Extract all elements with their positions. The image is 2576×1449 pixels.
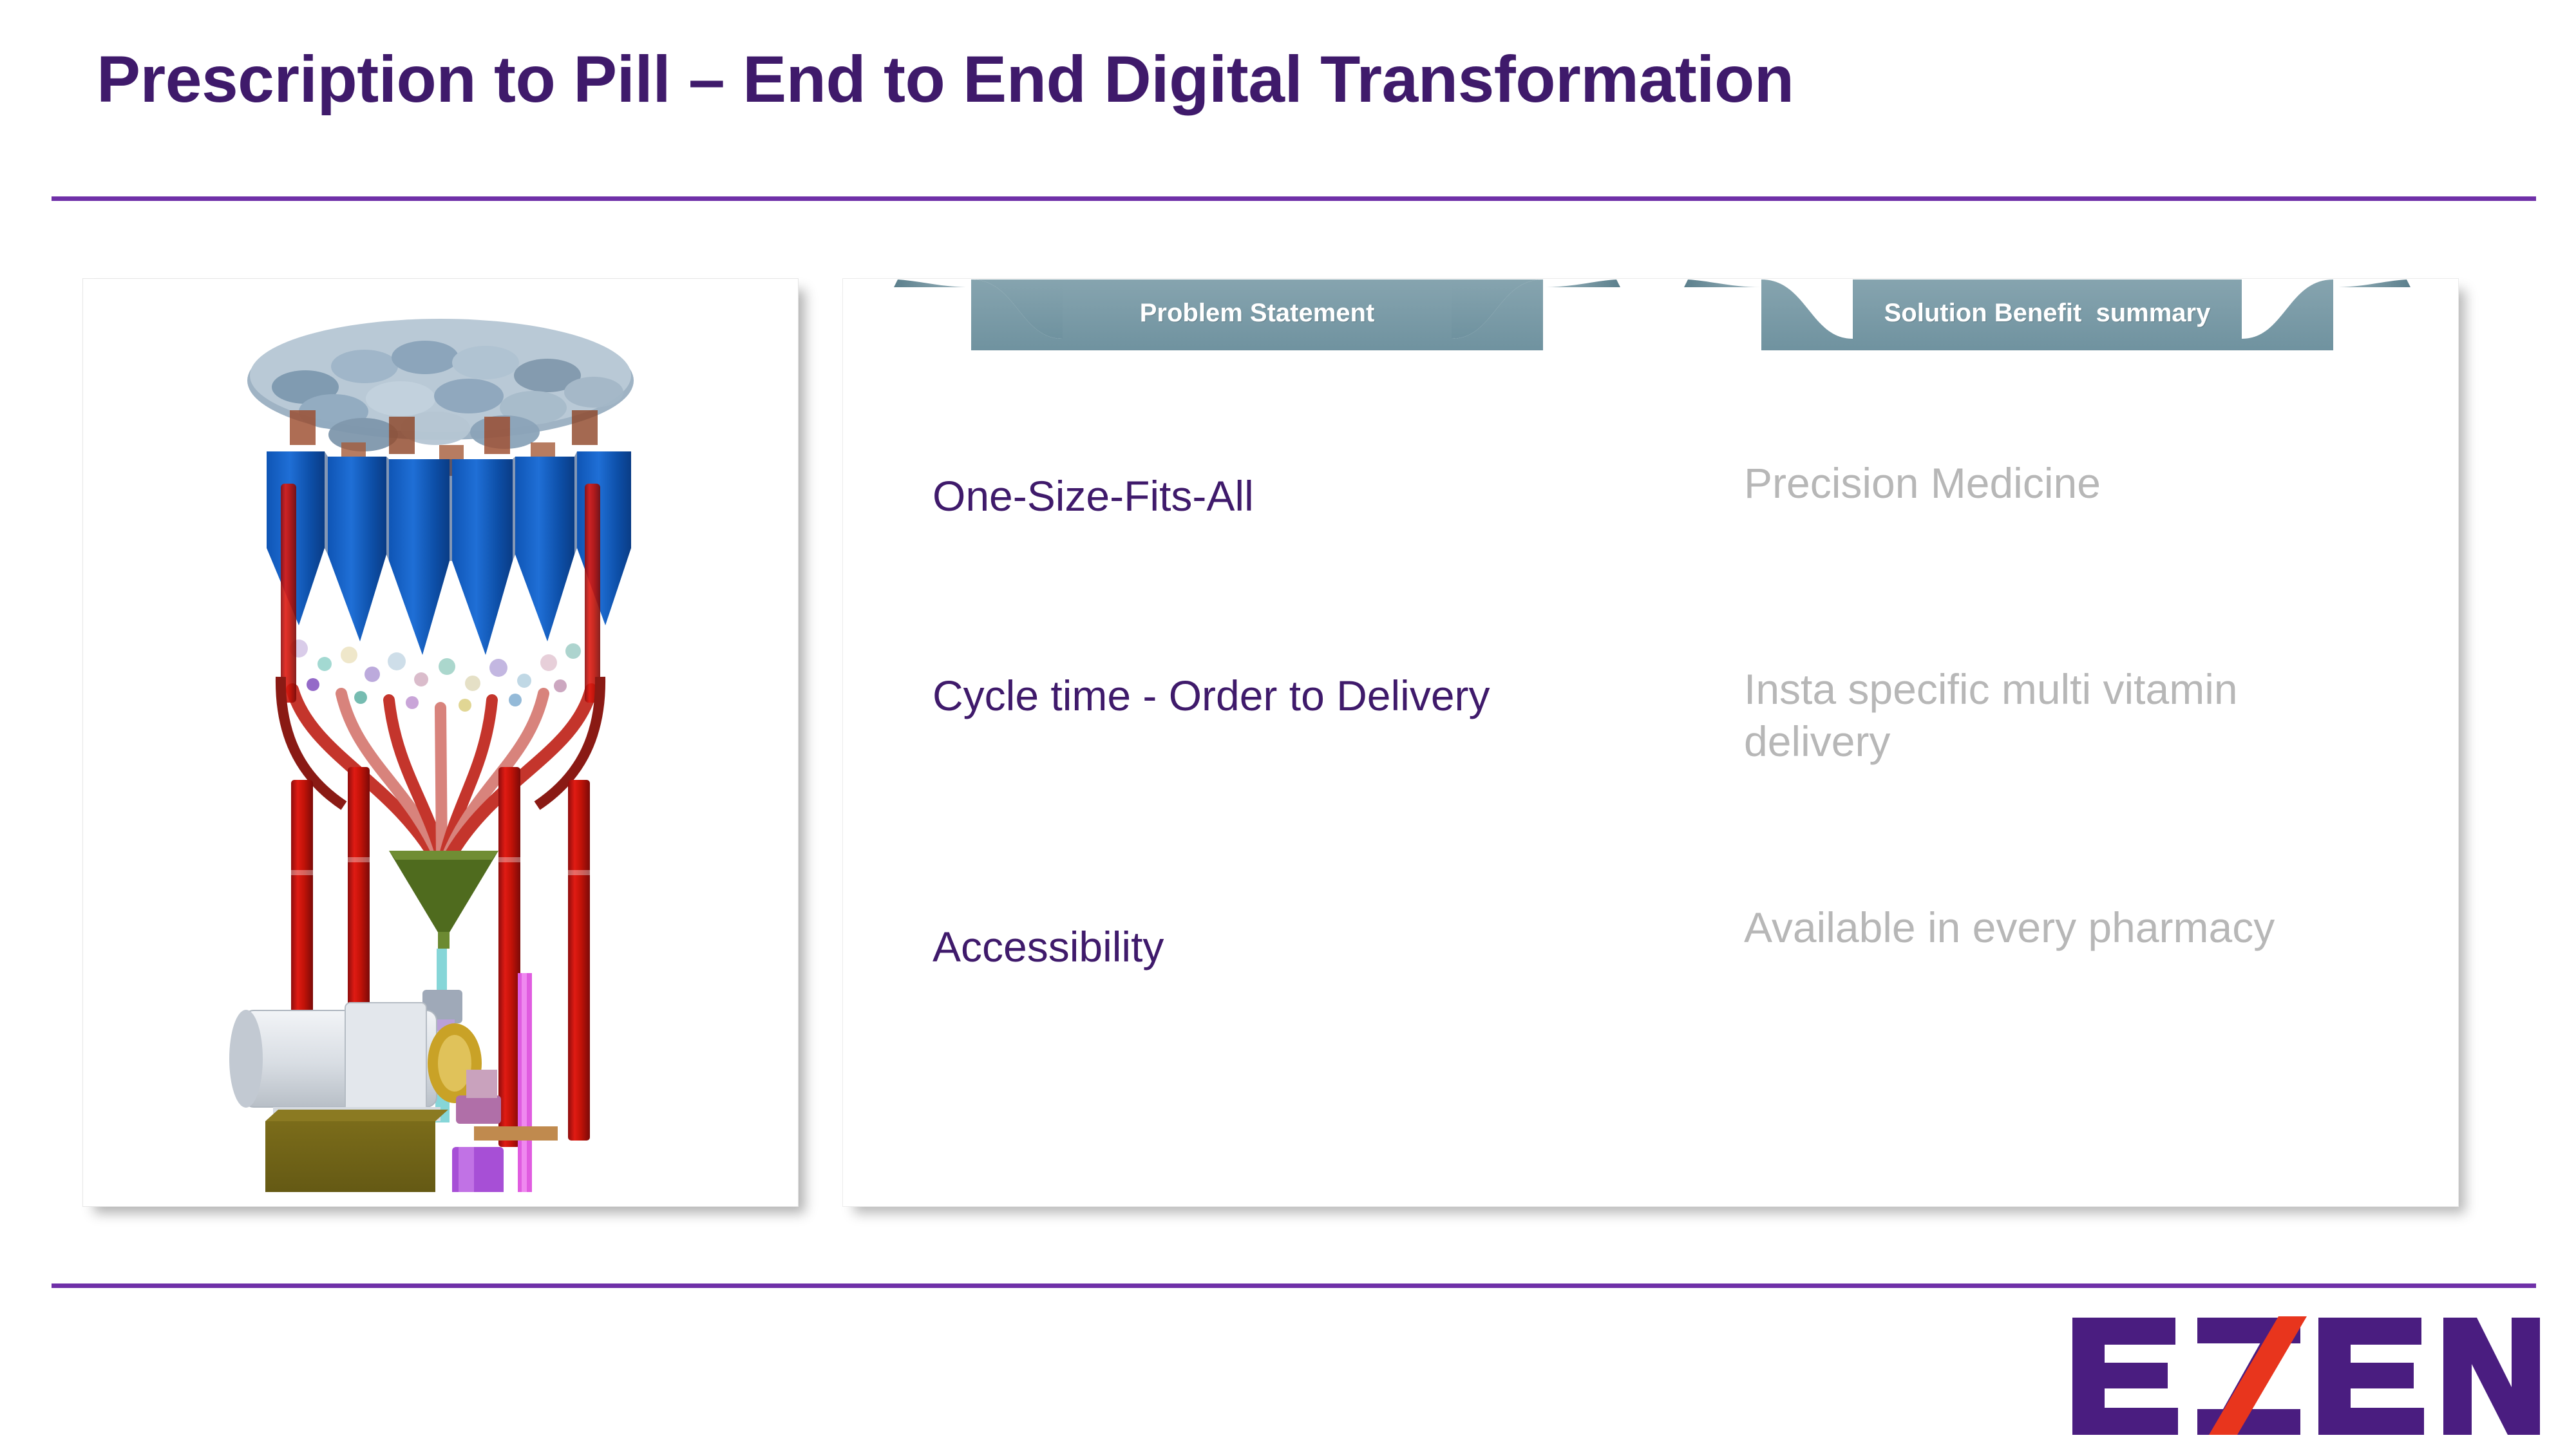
banner-problem-statement: Problem Statement	[894, 267, 1620, 350]
ezen-logo	[2061, 1307, 2544, 1436]
machine-illustration	[83, 279, 798, 1206]
ezen-logo-icon	[2072, 1316, 2540, 1435]
problem-statement-column: One-Size-Fits-All Cycle time - Order to …	[933, 361, 1705, 1198]
header-divider-rule	[52, 196, 2536, 201]
comparison-columns: One-Size-Fits-All Cycle time - Order to …	[842, 361, 2458, 1198]
footer-divider-rule	[52, 1283, 2536, 1288]
banner-problem-statement-label: Problem Statement	[1139, 298, 1375, 327]
illustration-card	[82, 278, 799, 1207]
banner-solution-benefit: Solution Benefit summary	[1684, 267, 2410, 350]
problem-row-3: Accessibility	[933, 923, 1164, 971]
dispensing-machine-icon	[229, 319, 634, 1192]
comparison-card	[842, 278, 2459, 1207]
problem-row-2: Cycle time - Order to Delivery	[933, 672, 1490, 719]
solution-row-1: Precision Medicine	[1744, 459, 2101, 507]
ribbon-shape-icon	[894, 279, 1620, 350]
solution-row-3: Available in every pharmacy	[1744, 904, 2275, 951]
solution-row-2: Insta specific multi vitamin delivery	[1744, 665, 2238, 765]
solution-benefit-column: Precision Medicine Insta specific multi …	[1744, 361, 2388, 1198]
ribbon-shape-icon	[1684, 279, 2410, 350]
banner-solution-benefit-label: Solution Benefit summary	[1884, 298, 2211, 327]
problem-row-1: One-Size-Fits-All	[933, 472, 1254, 520]
page-title: Prescription to Pill – End to End Digita…	[97, 43, 1794, 116]
